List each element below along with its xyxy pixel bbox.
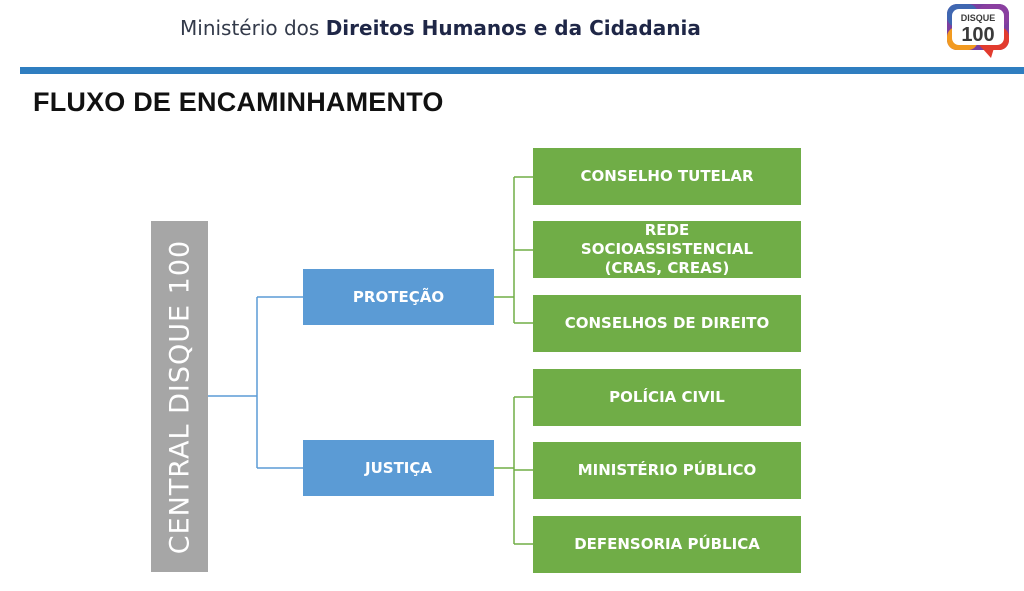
logo-top-text: DISQUE — [961, 13, 996, 23]
logo-number-text: 100 — [961, 24, 994, 46]
leaf-node-rede-socioassistencial: REDE SOCIOASSISTENCIAL (CRAS, CREAS) — [533, 221, 801, 278]
root-node-label: CENTRAL DISQUE 100 — [164, 239, 195, 554]
leaf-node-conselho-tutelar: CONSELHO TUTELAR — [533, 148, 801, 205]
branch-node-justica: JUSTIÇA — [303, 440, 494, 496]
root-node-central-disque-100: CENTRAL DISQUE 100 — [151, 221, 208, 572]
leaf-node-ministerio-publico: MINISTÉRIO PÚBLICO — [533, 442, 801, 499]
header-accent-bar — [20, 67, 1024, 74]
branch-node-protecao: PROTEÇÃO — [303, 269, 494, 325]
leaf-node-defensoria-publica: DEFENSORIA PÚBLICA — [533, 516, 801, 573]
leaf-node-conselhos-de-direito: CONSELHOS DE DIREITO — [533, 295, 801, 352]
page-title: FLUXO DE ENCAMINHAMENTO — [33, 87, 444, 117]
disque-100-logo: DISQUE 100 — [947, 4, 1009, 58]
leaf-node-policia-civil: POLÍCIA CIVIL — [533, 369, 801, 426]
ministry-title: Ministério dos Direitos Humanos e da Cid… — [180, 16, 701, 40]
